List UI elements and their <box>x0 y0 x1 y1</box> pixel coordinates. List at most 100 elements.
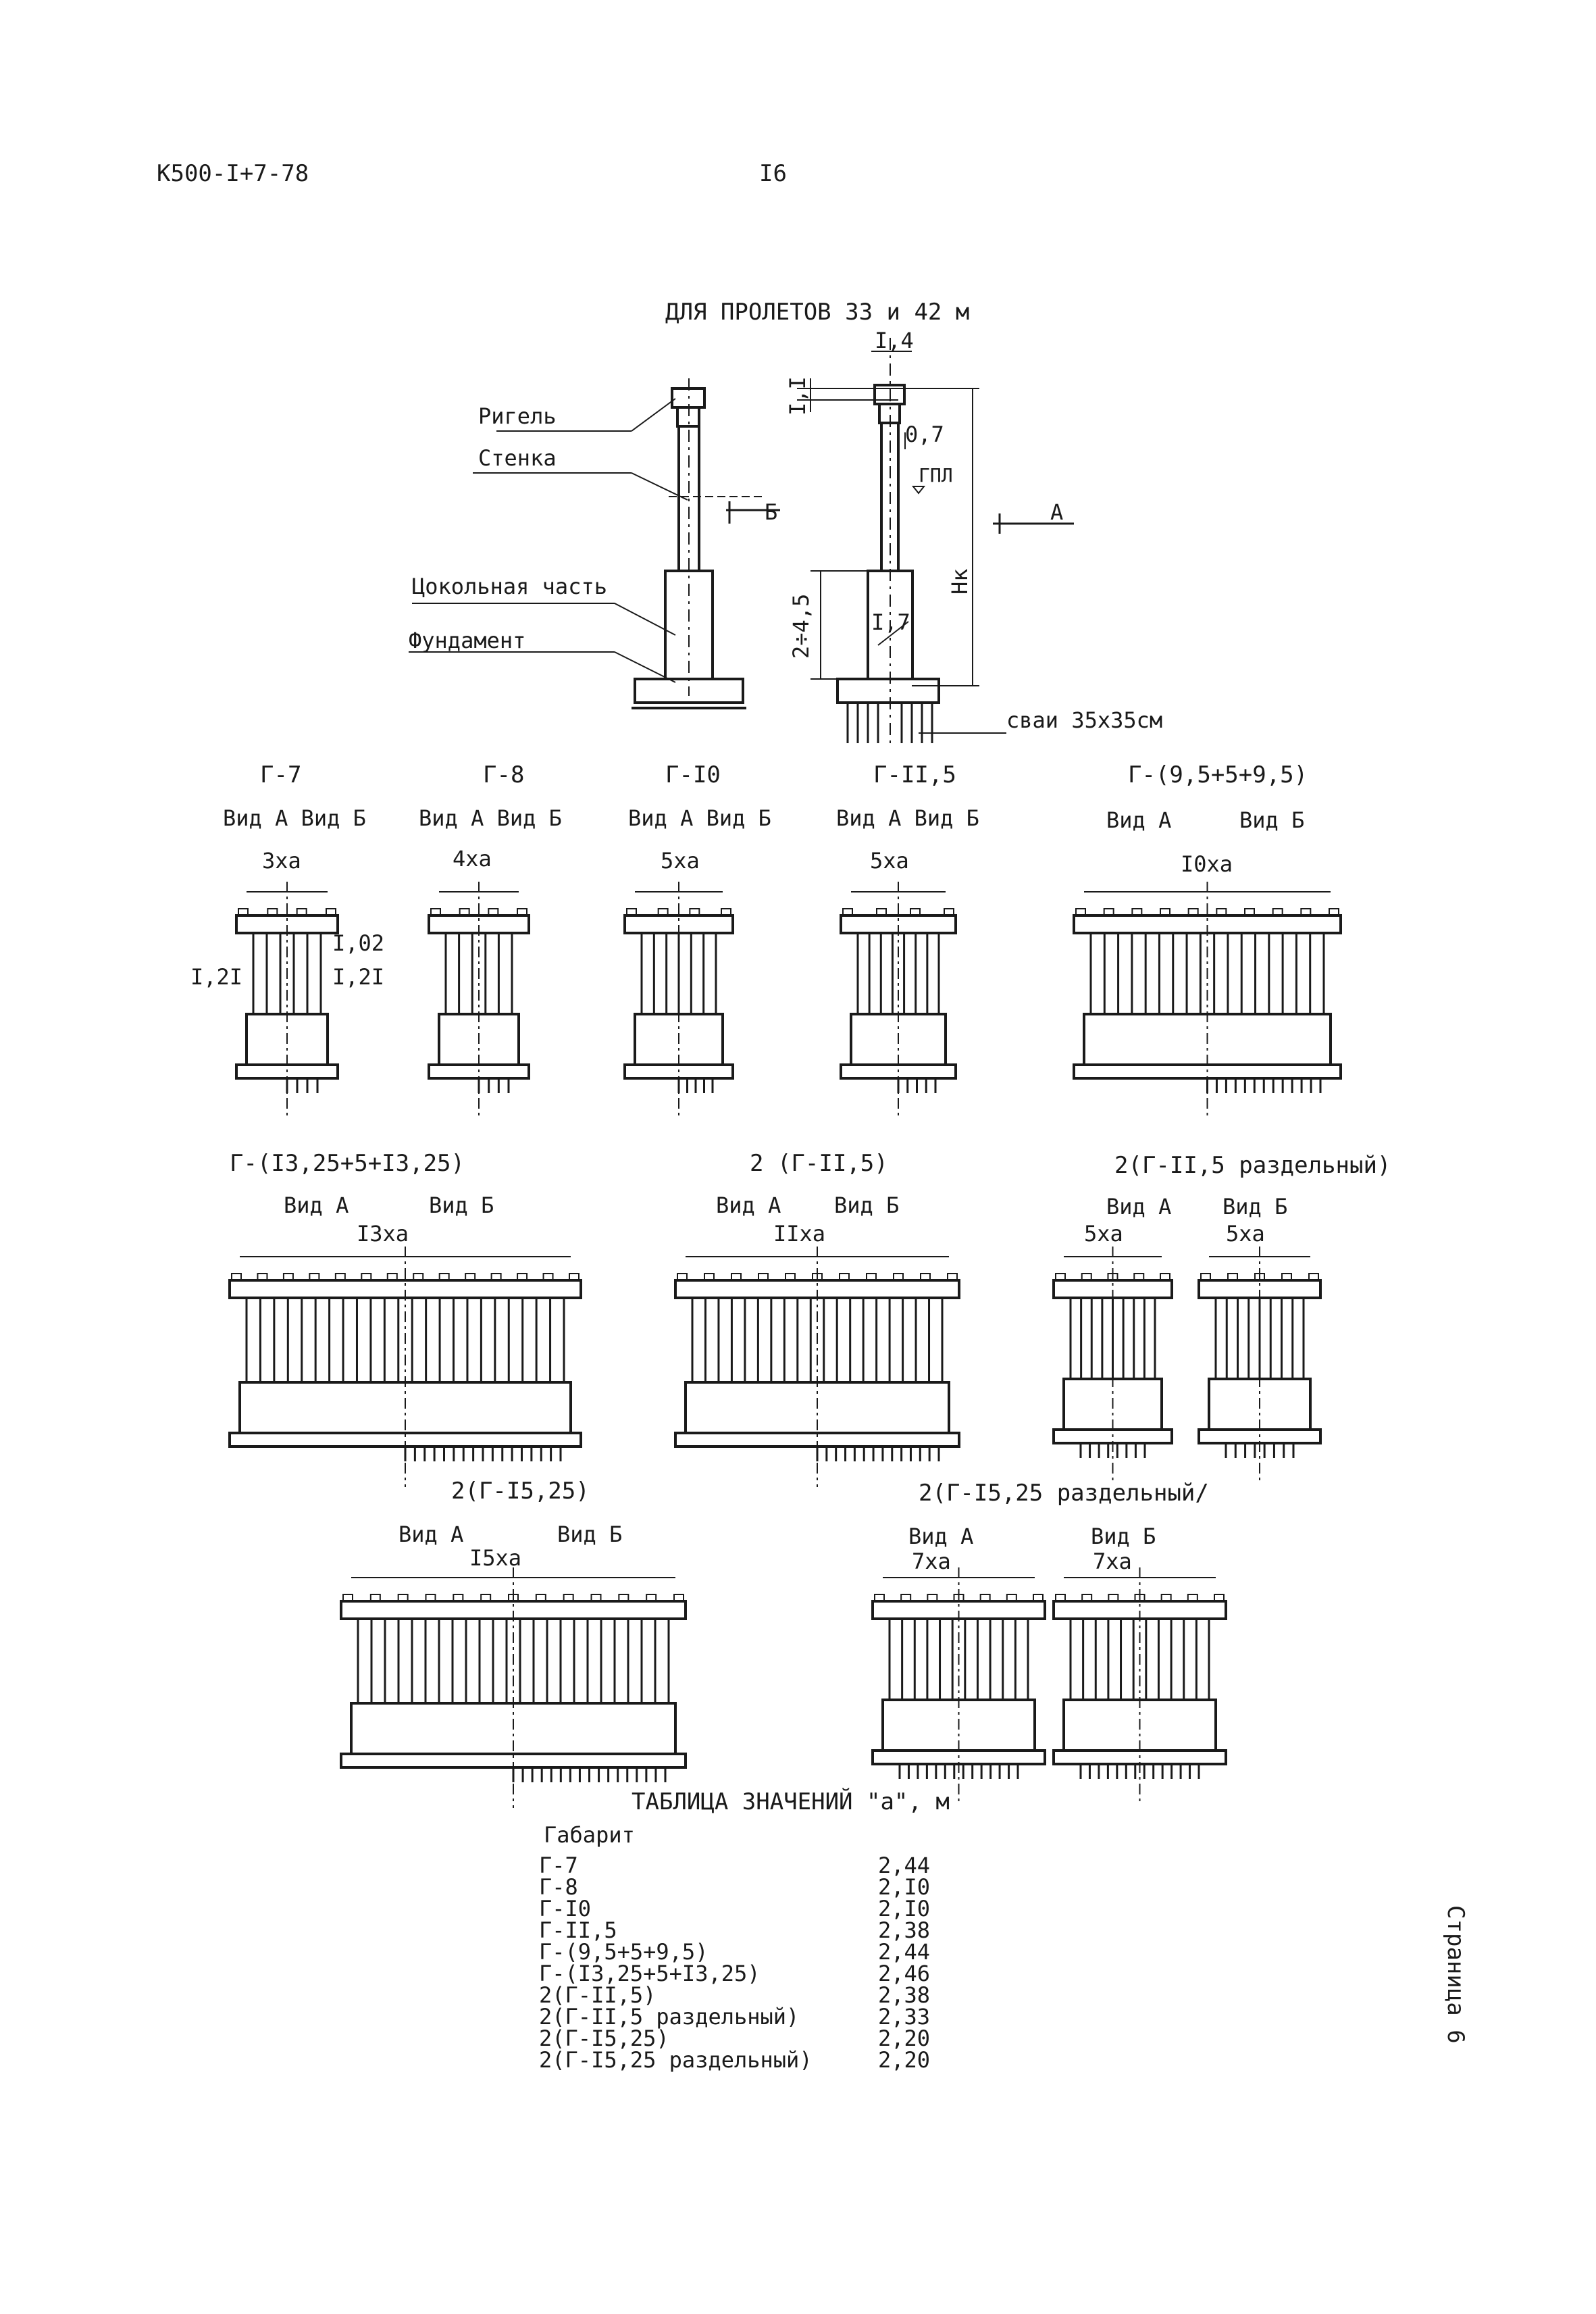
view-b-marker: Б <box>765 499 778 525</box>
dim-label: I,2I <box>332 964 385 990</box>
bearing-mark <box>590 1594 602 1602</box>
bearing-mark <box>677 1273 688 1281</box>
bearing-mark <box>927 1594 938 1602</box>
variant-width: 4ха <box>453 846 492 872</box>
bearing-mark <box>342 1594 353 1602</box>
dim-wall-thickness: 0,7 <box>905 422 944 447</box>
bearing-mark <box>947 1273 958 1281</box>
table-cell-value: 2,44 <box>878 1939 931 1965</box>
bearing-mark <box>626 908 637 916</box>
bearing-mark <box>282 1273 294 1281</box>
bearing-mark <box>1214 1594 1225 1602</box>
variant-width-b: 5ха <box>1226 1221 1265 1247</box>
view-b-label: Вид Б <box>557 1521 623 1547</box>
variant-width-b: 7ха <box>1093 1549 1132 1574</box>
bearing-mark <box>1272 908 1283 916</box>
bearing-mark <box>1131 908 1143 916</box>
bearing-mark <box>1329 908 1339 916</box>
variant-width: I5ха <box>469 1545 522 1571</box>
bearing-mark <box>413 1273 424 1281</box>
bearing-mark <box>1244 908 1255 916</box>
dim-label: I,02 <box>332 930 385 956</box>
variant-views: Вид А Вид Б <box>836 805 979 831</box>
bearing-mark <box>1055 1273 1066 1281</box>
bearing-mark <box>689 908 700 916</box>
bearing-mark <box>618 1594 629 1602</box>
bearing-mark <box>1081 1273 1092 1281</box>
bearing-mark <box>1187 908 1199 916</box>
variant-width: I3ха <box>357 1221 409 1247</box>
bearing-mark <box>369 1594 381 1602</box>
bearing-mark <box>876 908 887 916</box>
table-cell-gabarit: Г-I0 <box>539 1896 592 1921</box>
bearing-mark <box>1103 908 1114 916</box>
bearing-mark <box>910 908 921 916</box>
bearing-mark <box>1160 908 1170 916</box>
bearing-mark <box>238 908 249 916</box>
bearing-mark <box>731 1273 742 1281</box>
variant-name: Г-I0 <box>665 761 721 788</box>
variant-width-a: 7ха <box>912 1549 951 1574</box>
bearing-mark <box>267 908 278 916</box>
bearing-mark <box>459 908 470 916</box>
table-cell-gabarit: 2(Г-II,5) <box>539 1982 657 2008</box>
variant-name: Г-(I3,25+5+I3,25) <box>230 1150 465 1177</box>
variant-views: Вид А Вид Б <box>628 805 771 831</box>
bearing-mark <box>1216 908 1227 916</box>
view-a-marker: А <box>1050 499 1064 525</box>
bearing-mark <box>386 1273 398 1281</box>
bearing-mark <box>1033 1594 1044 1602</box>
table-cell-gabarit: 2(Г-I5,25 раздельный) <box>539 2047 813 2073</box>
table-cell-value: 2,I0 <box>878 1874 931 1900</box>
table-cell-gabarit: Г-(9,5+5+9,5) <box>539 1939 709 1965</box>
bearing-mark <box>326 908 336 916</box>
bearing-mark <box>646 1594 657 1602</box>
bearing-mark <box>1108 1594 1119 1602</box>
variant-name: 2(Г-I5,25) <box>451 1478 590 1505</box>
variant-views: Вид А Вид Б <box>223 805 366 831</box>
bearing-mark <box>1300 908 1312 916</box>
bearing-mark <box>893 1273 904 1281</box>
bearing-mark <box>425 1594 436 1602</box>
side-page-label: Страница 6 <box>1442 1905 1469 2044</box>
bearing-mark <box>1308 1273 1319 1281</box>
view-a-label: Вид А <box>284 1192 349 1218</box>
bearing-mark <box>1281 1273 1292 1281</box>
view-b-label: Вид Б <box>1222 1194 1288 1219</box>
bearing-mark <box>465 1273 476 1281</box>
view-a-label: Вид А <box>716 1192 781 1218</box>
variant-width: 5ха <box>661 848 700 874</box>
bearing-mark <box>1133 1273 1145 1281</box>
bearing-mark <box>1187 1594 1198 1602</box>
variant-name: Г-II,5 <box>873 761 956 788</box>
view-a-label: Вид А <box>1106 1194 1172 1219</box>
table-cell-value: 2,20 <box>878 2026 931 2051</box>
table-cell-value: 2,38 <box>878 1917 931 1943</box>
view-b-label: Вид Б <box>1091 1524 1156 1549</box>
bearing-mark <box>517 908 527 916</box>
document-code: К500-I+7-78 <box>157 160 309 187</box>
bearing-mark <box>453 1594 464 1602</box>
view-a-label: Вид А <box>908 1524 974 1549</box>
table-cell-value: 2,38 <box>878 1982 931 2008</box>
variant-name: 2 (Г-II,5) <box>750 1150 888 1177</box>
variant-name: Г-8 <box>483 761 525 788</box>
variant-width: 3ха <box>262 848 301 874</box>
bearing-mark <box>563 1594 574 1602</box>
bearing-mark <box>397 1594 409 1602</box>
label-rigel: Ригель <box>478 403 557 429</box>
bearing-mark <box>1160 1273 1170 1281</box>
bearing-mark <box>490 1273 502 1281</box>
variant-name: Г-7 <box>260 761 302 788</box>
table-cell-gabarit: 2(Г-I5,25) <box>539 2026 669 2051</box>
table-cell-value: 2,I0 <box>878 1896 931 1921</box>
view-b-label: Вид Б <box>834 1192 900 1218</box>
table-cell-value: 2,33 <box>878 2004 931 2030</box>
bearing-mark <box>874 1594 885 1602</box>
bearing-mark <box>231 1273 242 1281</box>
view-a-label: Вид А <box>398 1521 464 1547</box>
bearing-mark <box>866 1273 877 1281</box>
bearing-mark <box>438 1273 450 1281</box>
table-cell-value: 2,20 <box>878 2047 931 2073</box>
